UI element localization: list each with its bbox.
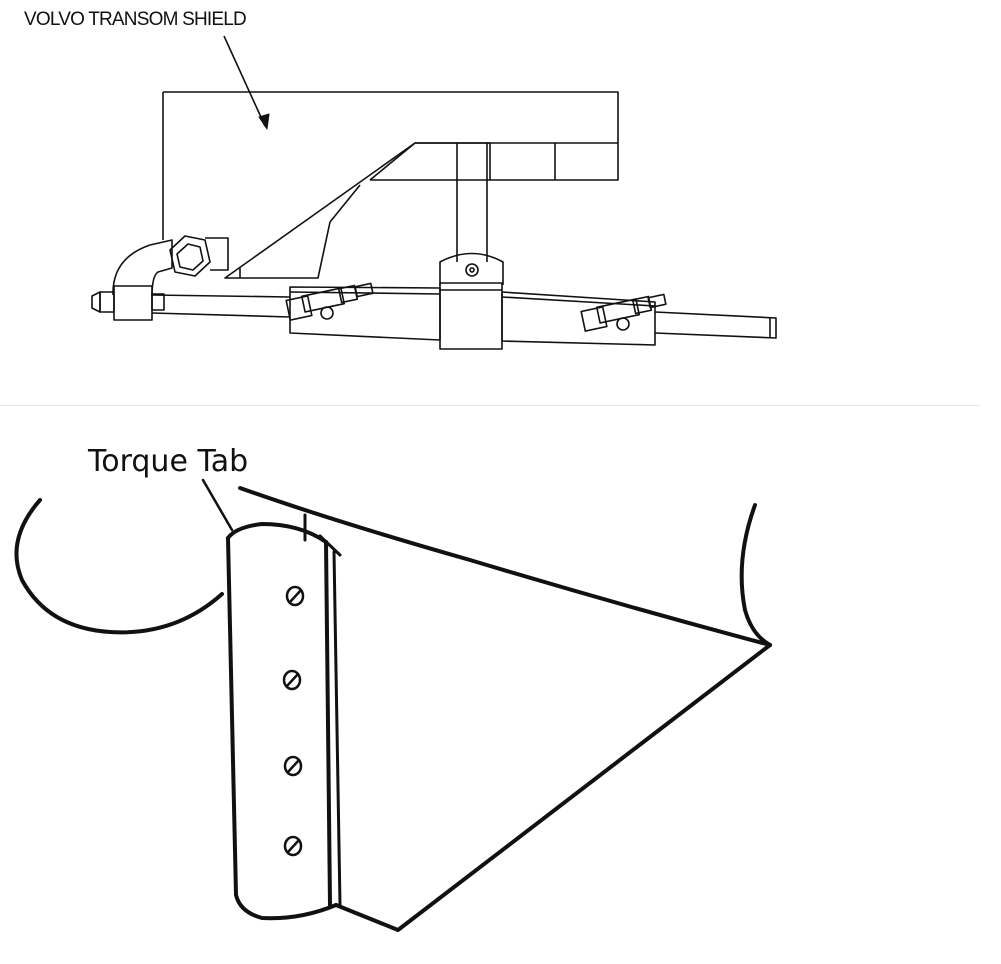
hose-fitting-left (285, 282, 374, 321)
support-arm (439, 143, 504, 285)
transom-shield (162, 91, 619, 279)
panel-divider (0, 405, 980, 406)
callout-leader-top (223, 35, 266, 127)
tab-screws (282, 585, 305, 857)
skeg-outline-right (739, 503, 772, 647)
rod-end-left (91, 285, 291, 321)
callout-arrowhead-top (258, 113, 270, 130)
elbow-fitting (112, 235, 229, 297)
fin-top-edge (238, 486, 772, 647)
skeg-outline-left (14, 498, 224, 635)
torque-tab-drawing (14, 478, 772, 932)
rod-end-right (654, 311, 777, 339)
cylinder-right (501, 291, 656, 346)
screw-4 (283, 835, 303, 857)
transom-shield-drawing (91, 35, 777, 350)
torque-tab (226, 513, 342, 921)
transom-shield-diagram: VOLVO TRANSOM SHIELD (0, 0, 1001, 405)
transom-shield-label: VOLVO TRANSOM SHIELD (24, 9, 247, 30)
hose-fitting-right (580, 293, 667, 332)
screw-1 (285, 585, 305, 607)
clamp-block (439, 282, 503, 350)
torque-tab-diagram: Torque Tab (0, 407, 1001, 964)
torque-tab-label: Torque Tab (88, 444, 249, 479)
fin-bottom-edge (334, 643, 772, 932)
callout-leader-bottom (201, 478, 234, 532)
screw-3 (283, 755, 303, 777)
screw-2 (282, 669, 302, 691)
